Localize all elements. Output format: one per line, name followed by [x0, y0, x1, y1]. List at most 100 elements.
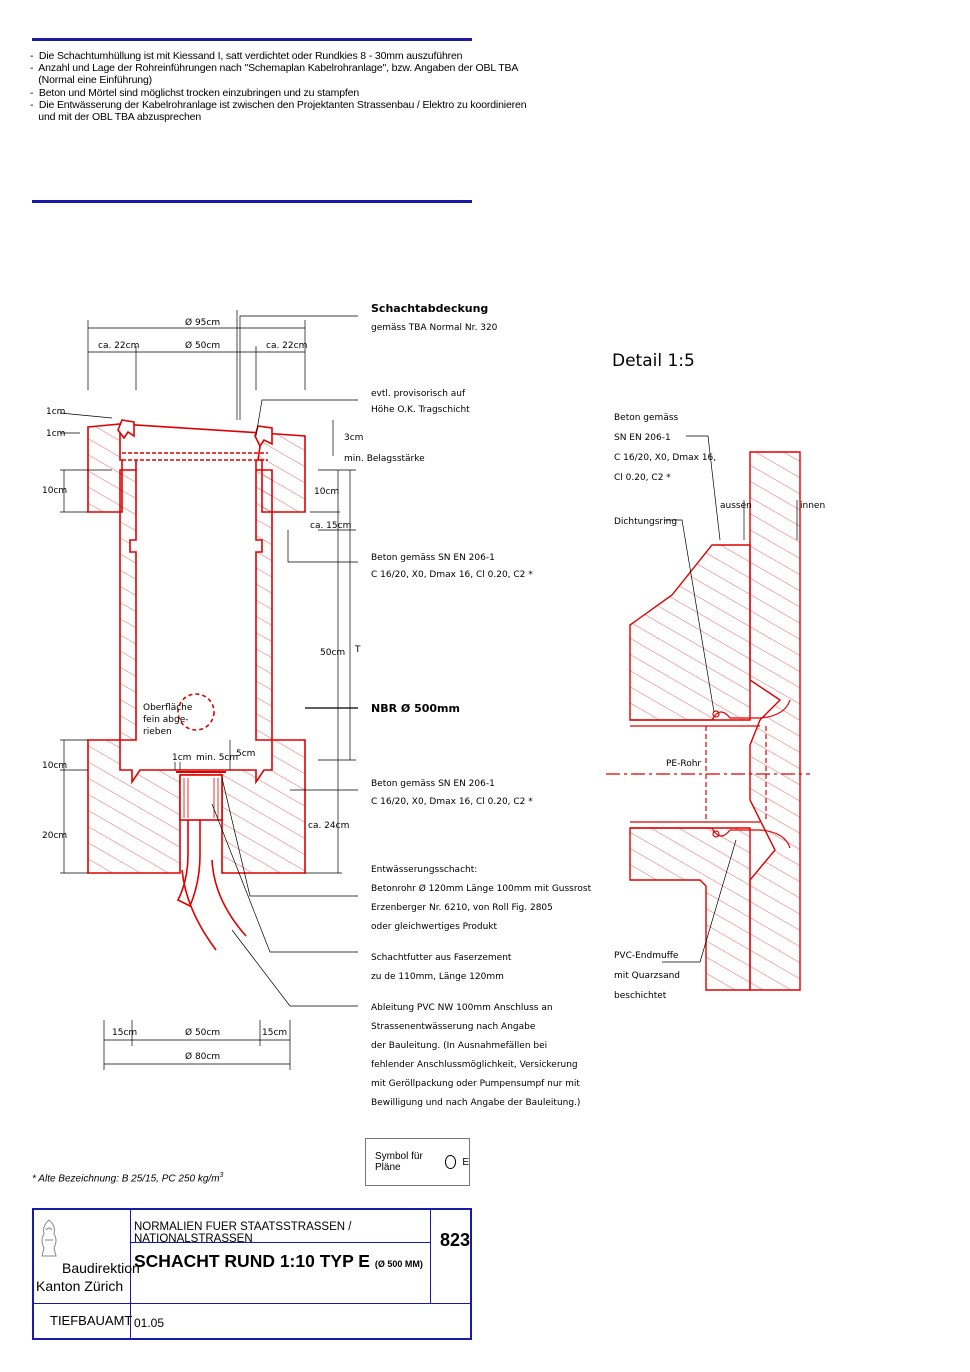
title-divider: [430, 1210, 431, 1303]
note-line: - Die Schachtumhüllung ist mit Kiessand …: [30, 50, 463, 62]
beton-lower-2: C 16/20, X0, Dmax 16, Cl 0.20, C2 *: [371, 797, 533, 807]
dim-ca15: ca. 15cm: [310, 521, 351, 531]
detail-aussen: aussen: [720, 501, 752, 511]
detail-beton-line: Cl 0.20, C2 *: [614, 473, 671, 483]
entw-line: Erzenberger Nr. 6210, von Roll Fig. 2805: [371, 903, 553, 913]
dim-1cm-bottom: 1cm: [46, 429, 65, 439]
shaft-wall-left: [119, 469, 137, 741]
drain-pipe: [176, 820, 201, 908]
label-oberflaeche: Oberfläche: [143, 703, 193, 713]
detail-seal-bot: [712, 830, 720, 838]
dim-1cm-drain: 1cm: [172, 753, 191, 763]
footnote: * Alte Bezeichnung: B 25/15, PC 250 kg/m…: [32, 1172, 223, 1184]
cover-frame-left: [117, 419, 135, 440]
footnote-sup: 3: [219, 1172, 224, 1179]
footnote-text: * Alte Bezeichnung: B 25/15, PC 250 kg/m: [32, 1173, 220, 1185]
ableitung-line: mit Geröllpackung oder Pumpensumpf nur m…: [371, 1079, 580, 1089]
dimension-lines: [59, 310, 358, 1070]
dim-diam-95: Ø 95cm: [185, 317, 220, 328]
title-divider: [34, 1303, 470, 1304]
dim-diam-50: Ø 50cm: [185, 340, 220, 351]
issue-date: 01.05: [134, 1316, 165, 1330]
detail-pvc-line: beschichtet: [614, 991, 667, 1001]
detail-seal-top: [712, 710, 720, 718]
top-rule: [32, 38, 472, 41]
detail-beton-line: C 16/20, X0, Dmax 16,: [614, 453, 716, 463]
note-line: (Normal eine Einführung): [30, 74, 153, 87]
shaft-wall-right: [255, 469, 273, 741]
plan-symbol-letter: E: [462, 1156, 469, 1168]
detail-pipe-top: [630, 699, 791, 721]
dim-1cm-top: 1cm: [46, 407, 65, 417]
drawing-number: 823: [440, 1230, 471, 1250]
plan-symbol-label: Symbol für Pläne: [375, 1151, 423, 1173]
dim-min5: min. 5cm: [196, 753, 238, 763]
beton-lower-1: Beton gemäss SN EN 206-1: [371, 779, 495, 789]
detail-beton-line: Beton gemäss: [614, 413, 679, 423]
org-line-1: Baudirektion: [62, 1260, 140, 1276]
detail-beton-line: SN EN 206-1: [614, 433, 671, 443]
detail-pipe-bot: [630, 827, 791, 849]
detail-pvc-line: mit Quarzsand: [614, 971, 680, 981]
org-line-2: Kanton Zürich: [36, 1278, 124, 1294]
dim-ca24: ca. 24cm: [308, 821, 349, 831]
cover-lid: [119, 423, 263, 434]
dim-5cm: 5cm: [236, 749, 255, 759]
dim-50cm: 50cm: [320, 648, 345, 658]
futter-line: Schachtfutter aus Faserzement: [371, 953, 512, 963]
dim-diam-50-base: Ø 50cm: [185, 1027, 220, 1038]
title-block: Baudirektion Kanton Zürich NORMALIEN FUE…: [32, 1208, 472, 1340]
detail-innen: innen: [800, 501, 825, 511]
beton-upper-2: C 16/20, X0, Dmax 16, Cl 0.20, C2 *: [371, 570, 533, 580]
dim-10cm-right: 10cm: [314, 487, 339, 497]
abdeckung-sub: gemäss TBA Normal Nr. 320: [371, 323, 498, 333]
cover-ring-left: [87, 423, 123, 513]
dim-15cm-right: 15cm: [262, 1028, 287, 1038]
label-oberflaeche: fein abge-: [143, 715, 189, 725]
dim-3cm: 3cm: [344, 433, 363, 443]
provisorisch-line: Höhe O.K. Tragschicht: [371, 405, 470, 415]
series-title: NORMALIEN FUER STAATSSTRASSEN / NATIONAL…: [134, 1221, 352, 1245]
drawing-title: SCHACHT RUND 1:10 TYP E (Ø 500 MM): [134, 1251, 423, 1272]
note-line: - Beton und Mörtel sind möglichst trocke…: [30, 86, 360, 99]
provisorisch-line: evtl. provisorisch auf: [371, 389, 466, 399]
dim-ca22-left: ca. 22cm: [98, 341, 139, 351]
detail-wall-inner: [749, 451, 801, 991]
dim-T: T: [354, 645, 361, 655]
canton-crest-icon: [41, 1219, 57, 1257]
inner-cover: [122, 452, 268, 461]
inner-line: [135, 460, 257, 470]
ableitung-line: Bewilligung und nach Angabe der Bauleitu…: [371, 1098, 580, 1108]
detail-title: Detail 1:5: [612, 351, 695, 371]
shaft-section: [87, 423, 306, 874]
dim-10cm-cover: 10cm: [42, 486, 67, 496]
drawing-title-main: SCHACHT RUND 1:10 TYP E: [134, 1251, 370, 1271]
entw-line: oder gleichwertiges Produkt: [371, 922, 498, 932]
pipe-opening: [177, 693, 215, 731]
dim-min-belag: min. Belagsstärke: [344, 454, 425, 464]
ableitung-line: Ableitung PVC NW 100mm Anschluss an: [371, 1003, 553, 1013]
abdeckung-title: Schachtabdeckung: [371, 302, 488, 315]
outflow-pipe: [181, 859, 247, 951]
detail-drawing: Detail 1:5 Beton gemäss SN EN 206-: [606, 351, 825, 1001]
futter-line: zu de 110mm, Länge 120mm: [371, 972, 504, 982]
department: TIEFBAUAMT: [50, 1313, 133, 1328]
bottom-rule: [32, 200, 472, 203]
dim-20cm: 20cm: [42, 831, 67, 841]
detail-dichtung: Dichtungsring: [614, 517, 677, 527]
ableitung-line: Strassenentwässerung nach Angabe: [371, 1022, 536, 1032]
label-oberflaeche: rieben: [143, 727, 172, 737]
beton-upper-1: Beton gemäss SN EN 206-1: [371, 553, 495, 563]
dim-15cm-left: 15cm: [112, 1028, 137, 1038]
nbr-label: NBR Ø 500mm: [371, 702, 460, 715]
detail-wall-lower: [629, 827, 751, 991]
ableitung-line: fehlender Anschlussmöglichkeit, Versicke…: [371, 1060, 578, 1070]
dim-diam-80: Ø 80cm: [185, 1051, 220, 1062]
plan-symbol-box: Symbol für Pläne E: [365, 1138, 470, 1186]
detail-pe: PE-Rohr: [666, 759, 701, 769]
ableitung-line: der Bauleitung. (In Ausnahmefällen bei: [371, 1041, 547, 1051]
detail-pvc-line: PVC-Endmuffe: [614, 951, 679, 961]
drawing-title-sub: (Ø 500 MM): [374, 1259, 423, 1269]
circle-icon: [444, 1155, 457, 1169]
